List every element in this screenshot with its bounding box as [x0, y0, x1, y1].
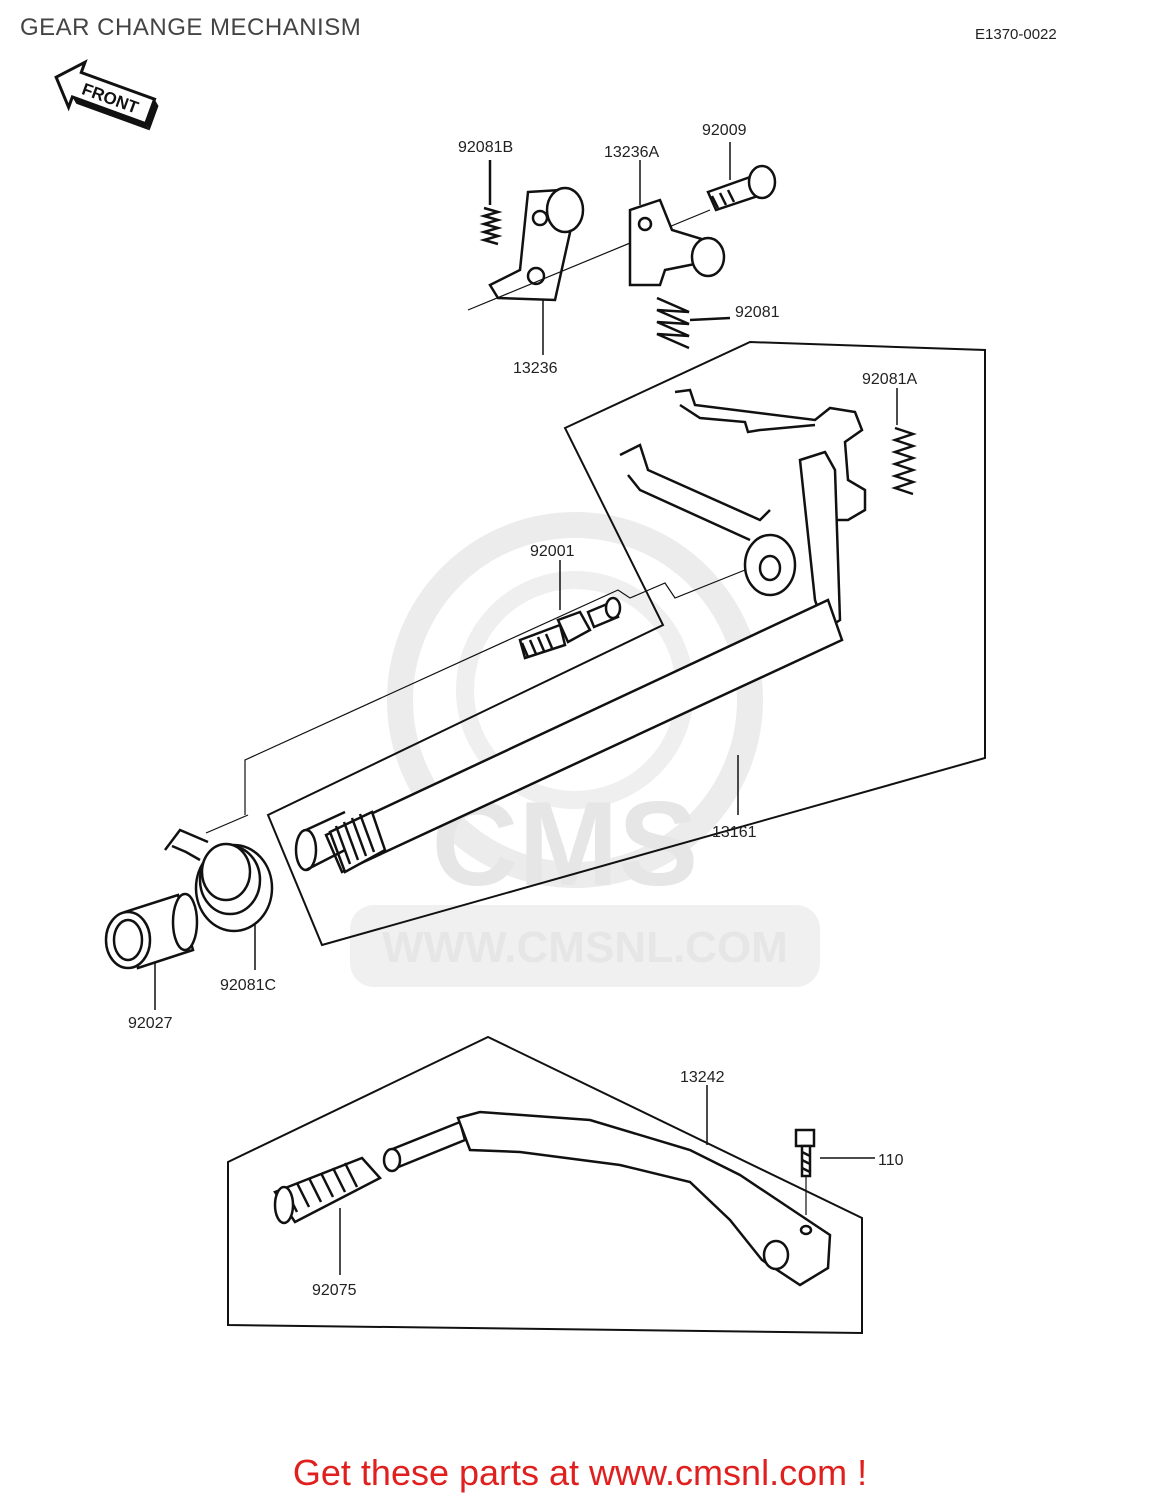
part-label-13161: 13161: [712, 824, 757, 841]
part-label-92027: 92027: [128, 1015, 173, 1032]
diagram-title: GEAR CHANGE MECHANISM: [20, 14, 362, 41]
collar-92027-icon: [104, 892, 199, 970]
shift-pedal-13242-icon: [382, 1110, 832, 1287]
watermark: CMS WWW.CMSNL.COM: [350, 512, 820, 987]
part-label-92081B: 92081B: [458, 139, 513, 156]
pin-92001-icon: [518, 596, 622, 660]
shaft-axis-line: [244, 569, 746, 815]
shift-shaft-group-outline: [266, 340, 986, 947]
pedal-group-outline: [227, 1035, 863, 1335]
watermark-url: WWW.CMSNL.COM: [382, 923, 788, 972]
part-label-92081: 92081: [735, 304, 780, 321]
part-label-92081A: 92081A: [862, 371, 917, 388]
spring-92081C-icon: [164, 828, 274, 933]
bolt-92009-icon: [706, 164, 777, 212]
diagram-code: E1370-0022: [975, 26, 1057, 43]
part-label-110: 110: [878, 1152, 904, 1169]
spring-92081-icon: [656, 296, 731, 350]
bolt-110-icon: [794, 1128, 816, 1215]
part-label-13236: 13236: [513, 360, 558, 377]
part-label-92075: 92075: [312, 1282, 357, 1299]
part-label-92009: 92009: [702, 122, 747, 139]
spring-92081B-icon: [479, 160, 503, 246]
spring-92081A-icon: [891, 426, 917, 496]
shift-shaft-13161-icon: [294, 388, 867, 874]
part-label-92001: 92001: [530, 543, 575, 560]
front-arrow-icon: FRONT: [54, 59, 159, 131]
part-label-13236A: 13236A: [604, 144, 659, 161]
part-label-13242: 13242: [680, 1069, 725, 1086]
arm-13236-icon: [488, 186, 585, 302]
leader-lines-top: [154, 142, 898, 1275]
cta-link[interactable]: Get these parts at www.cmsnl.com !: [292, 1452, 868, 1493]
pedal-rubber-92075-icon: [273, 1156, 383, 1225]
part-label-92081C: 92081C: [220, 977, 276, 994]
arm-13236A-icon: [628, 198, 726, 287]
